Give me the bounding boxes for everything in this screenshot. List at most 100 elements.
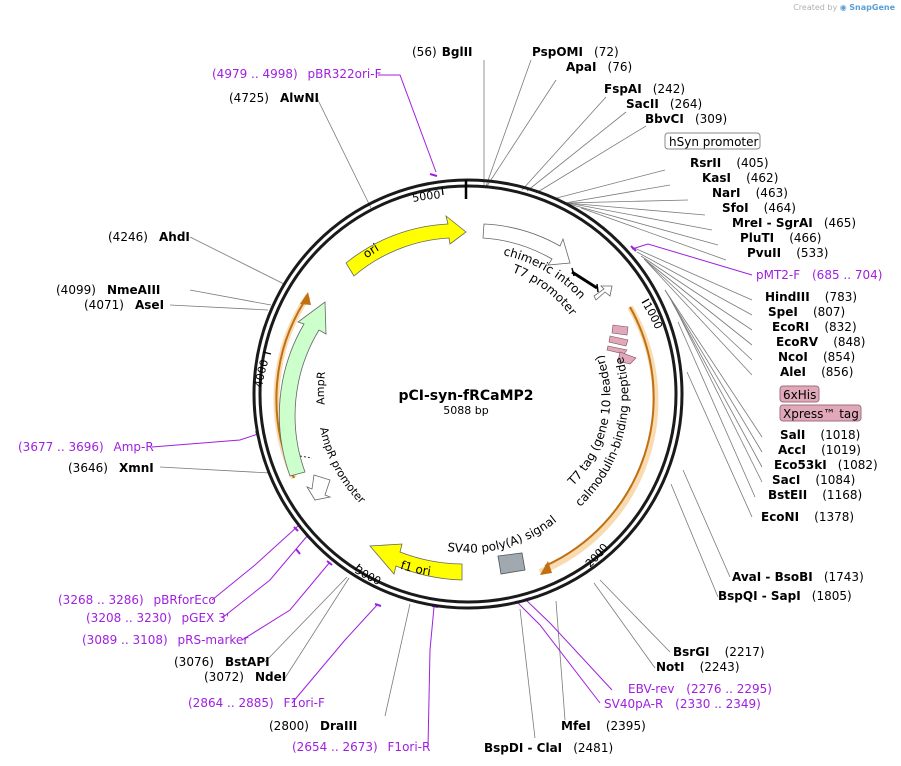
sv40-polya-feature[interactable] bbox=[497, 552, 526, 575]
ampr-orf-arrow-head bbox=[300, 292, 311, 305]
enzyme-bsobi[interactable]: BsoBI bbox=[775, 570, 813, 584]
plasmid-name: pCI-syn-fRCaMP2 bbox=[398, 388, 533, 404]
primer-pmt2-f[interactable]: pMT2-F bbox=[756, 268, 800, 282]
primer-f1ori-f[interactable]: F1ori-F bbox=[284, 696, 325, 710]
tick-label-5000: 5000 bbox=[411, 188, 441, 205]
enzyme-ahdi[interactable]: AhdI bbox=[159, 230, 190, 244]
enzyme-sfoi[interactable]: SfoI bbox=[722, 201, 749, 215]
enzyme-bspdi[interactable]: BspDI bbox=[484, 741, 523, 755]
scale-ticks bbox=[262, 186, 650, 571]
enzyme-alei[interactable]: AleI bbox=[780, 365, 806, 379]
enzyme-apai[interactable]: ApaI bbox=[566, 60, 596, 74]
enzyme-nmeaiii[interactable]: NmeAIII bbox=[107, 283, 160, 297]
enzyme-sacii[interactable]: SacII bbox=[626, 97, 659, 111]
enzyme-kasi[interactable]: KasI bbox=[702, 171, 731, 185]
enzyme-avai[interactable]: AvaI bbox=[732, 570, 761, 584]
svg-text:(3076) BstAPI: (3076) BstAPI bbox=[174, 651, 270, 670]
primer-pgex-3[interactable]: pGEX 3' bbox=[182, 611, 229, 625]
ampr-promoter-feature[interactable] bbox=[306, 474, 332, 501]
svg-text:ApaI (76): ApaI (76) bbox=[566, 56, 632, 75]
svg-text:SV40pA-R (2330 .. 2349): SV40pA-R (2330 .. 2349) bbox=[604, 697, 761, 711]
primer-f1ori-r[interactable]: F1ori-R bbox=[388, 740, 431, 754]
svg-text:(3646) XmnI: (3646) XmnI bbox=[68, 457, 154, 476]
primer-pbrforeco[interactable]: pBRforEco bbox=[154, 593, 216, 607]
enzyme-hindiii[interactable]: HindIII bbox=[765, 290, 810, 304]
svg-text:SacI (1084): SacI (1084) bbox=[772, 469, 855, 488]
primer-ebv-rev[interactable]: EBV-rev bbox=[628, 682, 674, 696]
ampr-feature[interactable] bbox=[278, 301, 327, 477]
t7-tag-feature[interactable] bbox=[606, 345, 628, 355]
primer-pbr322ori-f[interactable]: pBR322ori-F bbox=[308, 67, 382, 81]
enzyme-rsrii[interactable]: RsrII bbox=[690, 156, 721, 170]
primer-sv40pa-r[interactable]: SV40pA-R bbox=[604, 697, 663, 711]
enzyme-bstapi[interactable]: BstAPI bbox=[225, 655, 270, 669]
enzyme-mrei[interactable]: MreI bbox=[732, 216, 762, 230]
enzyme-sali[interactable]: SalI bbox=[780, 428, 805, 442]
enzyme-ndei[interactable]: NdeI bbox=[255, 670, 286, 684]
enzyme-draiii[interactable]: DraIII bbox=[320, 719, 357, 733]
svg-text:NcoI (854): NcoI (854) bbox=[778, 346, 855, 365]
enzyme-ecori[interactable]: EcoRI bbox=[772, 320, 809, 334]
primer-connectors bbox=[151, 74, 753, 748]
enzyme-ecorv[interactable]: EcoRV bbox=[776, 335, 819, 349]
enzyme-bglii[interactable]: BglII bbox=[442, 45, 473, 59]
ampr-junction bbox=[299, 455, 313, 459]
snapgene-logo-icon: ◉ bbox=[839, 3, 847, 12]
svg-text:PvuII (533): PvuII (533) bbox=[747, 242, 828, 261]
chimeric-intron-feature[interactable] bbox=[571, 270, 598, 290]
enzyme-connectors bbox=[159, 59, 763, 739]
svg-text:(2864 .. 2885) F1ori-F: (2864 .. 2885) F1ori-F bbox=[188, 696, 325, 710]
enzyme-nari[interactable]: NarI bbox=[712, 186, 741, 200]
enzyme-ncoi[interactable]: NcoI bbox=[778, 350, 808, 364]
enzyme-asei[interactable]: AseI bbox=[135, 298, 164, 312]
enzyme-noti[interactable]: NotI bbox=[656, 660, 685, 674]
credit-text: Created by bbox=[793, 3, 838, 12]
svg-text:(4071) AseI: (4071) AseI bbox=[84, 294, 164, 313]
his-label: 6xHis bbox=[783, 388, 816, 402]
enzyme-bbvci[interactable]: BbvCI bbox=[645, 112, 684, 126]
svg-text:Eco53kI (1082): Eco53kI (1082) bbox=[774, 454, 878, 473]
t7-promoter-feature[interactable] bbox=[593, 285, 613, 301]
enzyme-pluti[interactable]: PluTI bbox=[740, 231, 774, 245]
enzyme-saci[interactable]: SacI bbox=[772, 473, 800, 487]
enzyme-xmni[interactable]: XmnI bbox=[119, 461, 154, 475]
his-label-box bbox=[779, 385, 820, 403]
cbp-feature[interactable] bbox=[617, 351, 637, 365]
svg-text:MreI - SgrAI (465): MreI - SgrAI (465) bbox=[732, 212, 856, 231]
hsyn-promoter-feature[interactable] bbox=[482, 223, 571, 266]
backbone-inner-strand bbox=[258, 184, 678, 604]
enzyme-bspqi[interactable]: BspQI bbox=[718, 589, 758, 603]
his-tag-feature[interactable] bbox=[611, 324, 629, 336]
xpress-tag-feature[interactable] bbox=[608, 335, 629, 347]
enzyme-sgrai[interactable]: SgrAI bbox=[776, 216, 813, 230]
svg-text:NarI (463): NarI (463) bbox=[712, 182, 788, 201]
backbone-outer-strand bbox=[252, 178, 684, 610]
enzyme-spei[interactable]: SpeI bbox=[768, 305, 798, 319]
enzyme-eco53ki[interactable]: Eco53kI bbox=[774, 458, 827, 472]
enzyme-sapi[interactable]: SapI bbox=[771, 589, 801, 603]
svg-text:BstEII (1168): BstEII (1168) bbox=[768, 484, 862, 503]
svg-text:AleI (856): AleI (856) bbox=[780, 361, 853, 380]
orf-arrow-head bbox=[540, 561, 552, 575]
enzyme-clai[interactable]: ClaI bbox=[537, 741, 562, 755]
svg-text:KasI (462): KasI (462) bbox=[702, 167, 778, 186]
enzyme-alwni[interactable]: AlwNI bbox=[280, 91, 319, 105]
f1-ori-feature[interactable] bbox=[369, 543, 463, 581]
svg-text:PluTI (466): PluTI (466) bbox=[740, 227, 821, 246]
primer-prs-marker[interactable]: pRS-marker bbox=[178, 633, 249, 647]
enzyme-bsteii[interactable]: BstEII bbox=[768, 488, 807, 502]
svg-text:AccI (1019): AccI (1019) bbox=[778, 439, 861, 458]
enzyme-acci[interactable]: AccI bbox=[778, 443, 806, 457]
svg-text:(4099) NmeAIII: (4099) NmeAIII bbox=[56, 279, 160, 298]
ori-feature[interactable] bbox=[345, 214, 467, 277]
enzyme-fspai[interactable]: FspAI bbox=[604, 82, 642, 96]
enzyme-econi[interactable]: EcoNI bbox=[761, 510, 799, 524]
enzyme-mfei[interactable]: MfeI bbox=[561, 719, 591, 733]
svg-text:(4725) AlwNI: (4725) AlwNI bbox=[229, 87, 319, 106]
svg-text:SalI (1018): SalI (1018) bbox=[780, 424, 860, 443]
primer-amp-r[interactable]: Amp-R bbox=[114, 440, 154, 454]
enzyme-bsrgi[interactable]: BsrGI bbox=[673, 645, 710, 659]
enzyme-pvuii[interactable]: PvuII bbox=[747, 246, 781, 260]
enzyme-pspomi[interactable]: PspOMI bbox=[532, 45, 583, 59]
